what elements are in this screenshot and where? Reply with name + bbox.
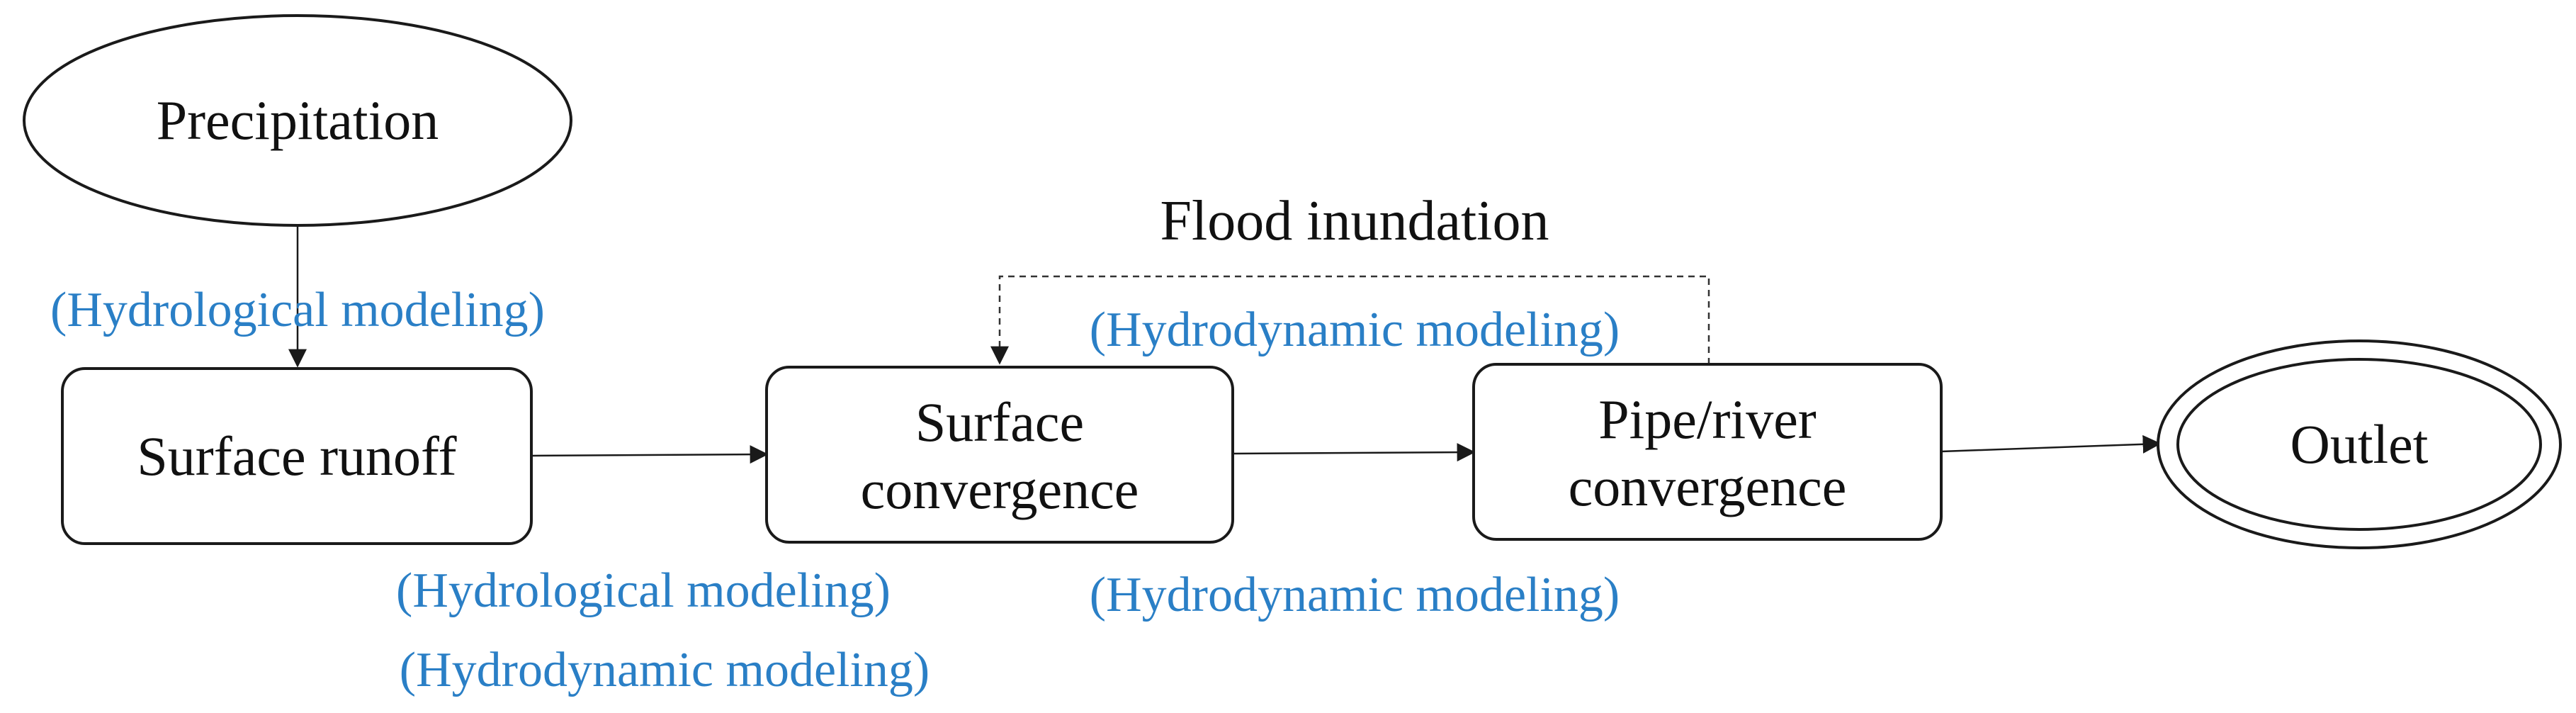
node-surface-runoff-label: Surface runoff [137, 425, 456, 487]
node-outlet: Outlet [2157, 339, 2562, 549]
hydrodynamic-modeling-label-top: (Hydrodynamic modeling) [1090, 303, 1620, 357]
hydrological-modeling-label-bottom: (Hydrological modeling) [396, 563, 891, 618]
node-outlet-label: Outlet [2290, 413, 2429, 475]
node-precipitation: Precipitation [23, 14, 572, 227]
flood-inundation-label: Flood inundation [1160, 190, 1549, 252]
node-surface-convergence-label-line1: Surface [915, 391, 1084, 453]
hydrodynamic-modeling-label-bottom-left: (Hydrodynamic modeling) [400, 643, 930, 697]
node-pipe-river-convergence-label-line2: convergence [1569, 456, 1847, 517]
node-precipitation-label: Precipitation [157, 89, 439, 151]
hydrological-modeling-label-top: (Hydrological modeling) [50, 283, 545, 337]
edge-pipe-river-to-outlet [1941, 434, 2162, 454]
edge-flood-inundation-feedback [990, 275, 1710, 365]
node-surface-runoff: Surface runoff [61, 367, 533, 545]
node-surface-convergence-label-line2: convergence [861, 459, 1139, 520]
edge-surface-convergence-to-pipe-river [1232, 443, 1476, 462]
hydrodynamic-modeling-label-bottom-right: (Hydrodynamic modeling) [1090, 568, 1620, 622]
node-pipe-river-convergence-label-line1: Pipe/river [1598, 388, 1817, 450]
node-surface-convergence: Surface convergence [765, 366, 1234, 544]
node-pipe-river-convergence: Pipe/river convergence [1472, 363, 1943, 541]
edge-surface-runoff-to-surface-convergence [531, 445, 769, 464]
